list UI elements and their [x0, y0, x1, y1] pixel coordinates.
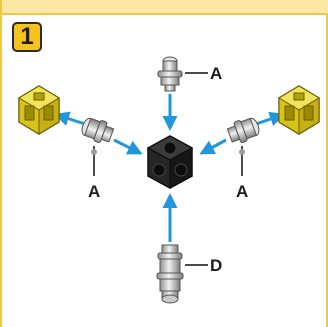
black-cube-hub-icon	[146, 135, 194, 189]
arrow-left-connector-to-block	[54, 111, 86, 126]
short-connector-peg-icon	[226, 117, 260, 143]
arrow-right-connector-to-hub	[199, 138, 227, 155]
arrow-right-connector-to-block	[255, 111, 285, 127]
leader-dot-left	[91, 149, 97, 155]
label-right-connector: A	[236, 182, 248, 201]
panel-top-band	[2, 0, 328, 15]
short-connector-peg-icon	[157, 56, 183, 92]
arrow-left-connector-to-hub	[113, 138, 143, 155]
label-left-connector: A	[88, 182, 100, 201]
yellow-cube-block-icon	[18, 85, 60, 135]
yellow-cube-block-icon	[278, 85, 320, 135]
long-connector-peg-icon	[156, 244, 184, 304]
label-bottom-connector: D	[210, 256, 222, 275]
step-number: 1	[20, 23, 34, 50]
leader-dot-right	[239, 149, 245, 155]
short-connector-peg-icon	[81, 117, 115, 143]
label-top-connector: A	[210, 64, 222, 83]
step-number-badge: 1	[12, 22, 42, 52]
